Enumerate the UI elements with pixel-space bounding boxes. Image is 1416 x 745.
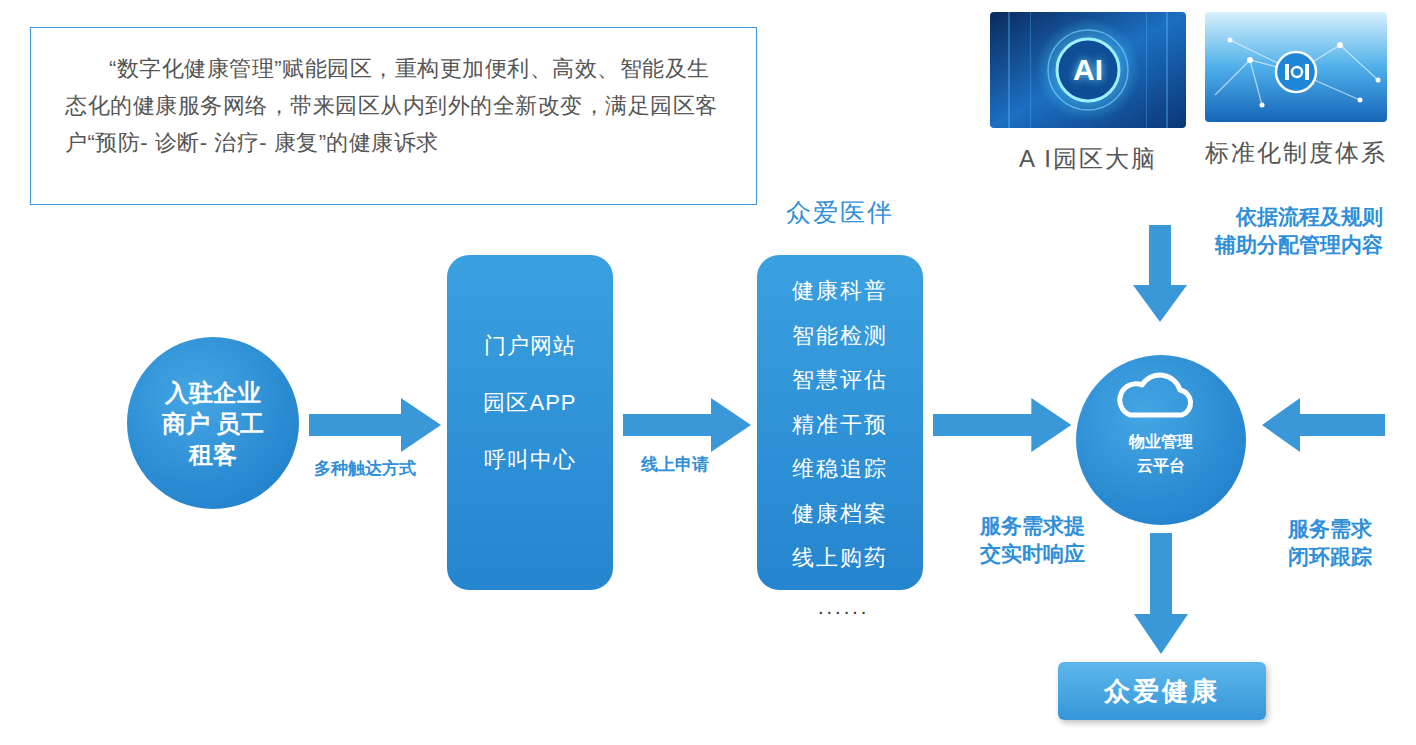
picture-tile: AI A I园区大脑: [990, 12, 1186, 174]
channel-box: 门户网站园区APP呼叫中心: [447, 255, 613, 590]
intro-paragraph: “数字化健康管理”赋能园区，重构更加便利、高效、智能及生态化的健康服务网络，带来…: [65, 50, 726, 161]
service-list-box: 健康科普智能检测智慧评估精准干预维稳追踪健康档案线上购药: [757, 255, 923, 590]
glow: [1036, 18, 1140, 122]
picture-caption: 标准化制度体系: [1205, 138, 1387, 168]
iot-icon: [1305, 64, 1309, 80]
ring: [1057, 39, 1119, 101]
result-label: 众爱健康: [1104, 674, 1220, 709]
network-dot: [1376, 78, 1381, 83]
flow-arrow: [309, 414, 403, 436]
service-title: 众爱医伴: [757, 196, 923, 228]
network-dot: [1260, 103, 1265, 108]
service-item: 维稳追踪: [792, 447, 888, 492]
service-box: 众爱医伴健康科普智能检测智慧评估精准干预维稳追踪健康档案线上购药: [757, 196, 923, 590]
flow-note: 依据流程及规则 辅助分配管理内容: [1212, 203, 1383, 259]
input-arrow: [1262, 398, 1385, 452]
service-item: 线上购药: [792, 536, 888, 581]
channel-item: 呼叫中心: [484, 431, 576, 488]
service-item: 健康档案: [792, 492, 888, 537]
service-item: 智能检测: [792, 314, 888, 359]
light-line: [1166, 12, 1168, 128]
network-dot: [1358, 98, 1363, 103]
flow-note: 服务需求提 交实时响应: [980, 512, 1088, 568]
flow-arrow: [933, 414, 1033, 436]
network-dot: [1337, 42, 1343, 48]
picture-ground: [1205, 12, 1387, 122]
intro-text-box: “数字化健康管理”赋能园区，重构更加便利、高效、智能及生态化的健康服务网络，带来…: [30, 27, 757, 205]
ai-brain-picture: [990, 12, 1186, 128]
service-item: 健康科普: [792, 269, 888, 314]
circle-fill: [1076, 355, 1246, 525]
network-dot: [1228, 38, 1233, 43]
picture-text: AI: [1073, 53, 1103, 87]
cloud-outline: [1120, 375, 1191, 415]
iot-icon: [1276, 52, 1316, 92]
channel-item: 园区APP: [483, 374, 576, 431]
circle-fill: [127, 337, 299, 509]
result-box: 众爱健康: [1058, 662, 1266, 720]
picture-ground: [990, 12, 1186, 128]
picture-tile: 标准化制度体系: [1205, 12, 1387, 168]
picture-caption: A I园区大脑: [990, 144, 1186, 174]
flow-note: 服务需求 闭环跟踪: [1288, 515, 1375, 571]
input-arrow: [1133, 225, 1187, 322]
user-circle: 入驻企业 商户 员工 租客: [127, 337, 299, 509]
service-item: 智慧评估: [792, 358, 888, 403]
flow-arrow: [1150, 533, 1172, 616]
iot-icon: [1285, 64, 1289, 80]
iot-icon: [1292, 67, 1302, 77]
ring: [1048, 30, 1128, 110]
flow-arrow: [623, 414, 713, 436]
service-item: 精准干预: [792, 403, 888, 448]
network-picture: [1205, 12, 1387, 122]
platform-circle: 物业管理 云平台: [1076, 355, 1246, 525]
edge-label: 多种触达方式: [312, 458, 418, 480]
light-line: [1008, 12, 1010, 128]
network-lines: [1215, 40, 1378, 105]
platform-label: 物业管理 云平台: [1124, 430, 1198, 478]
circle-label: 入驻企业 商户 员工 租客: [158, 377, 268, 470]
channel-item: 门户网站: [484, 317, 576, 374]
ellipsis-mark: ......: [818, 596, 869, 619]
light-line: [1146, 12, 1147, 128]
network-dot: [1247, 57, 1253, 63]
edge-label: 线上申请: [639, 454, 711, 476]
light-line: [1030, 12, 1031, 128]
